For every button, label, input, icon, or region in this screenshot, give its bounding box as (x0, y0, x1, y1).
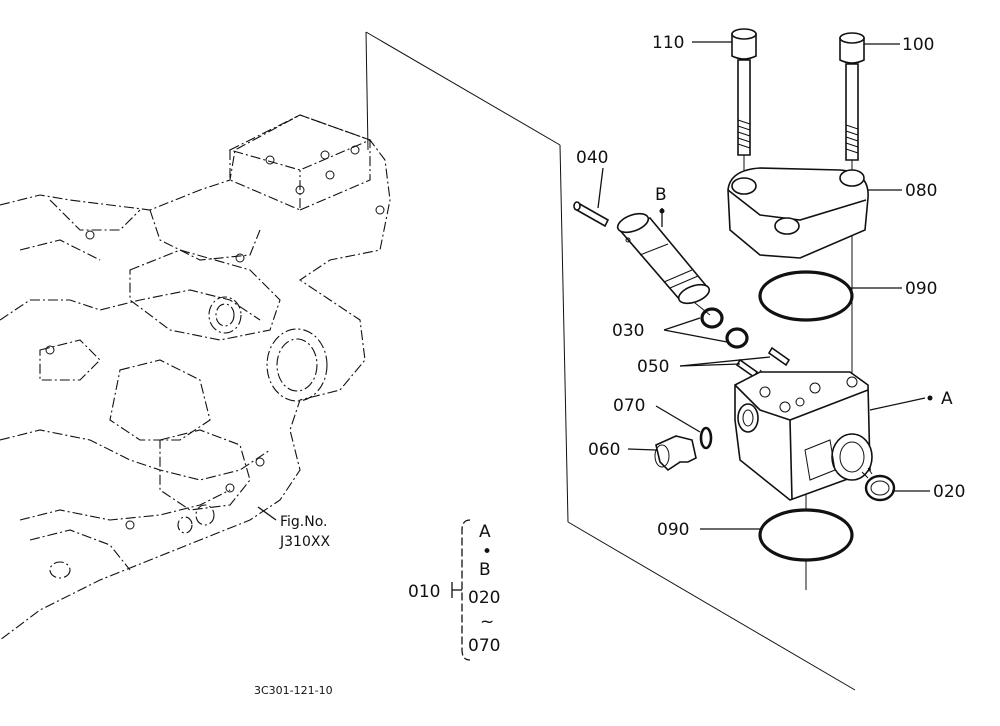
callout-080: 080 (905, 181, 937, 201)
group-010-070: 070 (468, 636, 500, 656)
oring-030-a (700, 307, 724, 329)
callout-100: 100 (902, 35, 934, 55)
plug-060 (654, 435, 697, 472)
leader-lines (257, 41, 933, 661)
bolt-100 (839, 32, 865, 161)
oring-090-top (758, 270, 854, 322)
pin-040 (573, 201, 610, 228)
spool-b (616, 212, 711, 305)
group-010-a: A (479, 522, 491, 542)
callout-090-top: 090 (905, 279, 937, 299)
snap-ring-020 (861, 467, 896, 502)
callout-010: 010 (408, 582, 440, 602)
valve-body-a (734, 371, 873, 501)
fig-ref-label: Fig.No. (280, 514, 328, 530)
group-010-b: B (479, 560, 491, 580)
fig-ref-number: J310XX (279, 534, 330, 550)
callout-b: B (655, 185, 667, 205)
oring-090-bottom (758, 508, 854, 562)
callout-060: 060 (588, 440, 620, 460)
callout-090-bottom: 090 (657, 520, 689, 540)
callout-040: 040 (576, 148, 608, 168)
oring-030-b (725, 327, 749, 349)
callout-030: 030 (612, 321, 644, 341)
callout-070: 070 (613, 396, 645, 416)
callout-a: A (941, 389, 953, 409)
oring-070 (699, 426, 713, 450)
cover-080 (727, 167, 869, 259)
callout-110: 110 (652, 33, 684, 53)
group-010-dot: • (482, 542, 492, 562)
transmission-housing (0, 114, 391, 641)
pin-050-b (767, 346, 791, 367)
group-010-020: 020 (468, 588, 500, 608)
callout-020: 020 (933, 482, 965, 502)
group-010-tilde: ~ (480, 612, 494, 632)
bolt-110 (731, 28, 757, 156)
drawing-code: 3C301-121-10 (254, 684, 333, 697)
callout-050: 050 (637, 357, 669, 377)
